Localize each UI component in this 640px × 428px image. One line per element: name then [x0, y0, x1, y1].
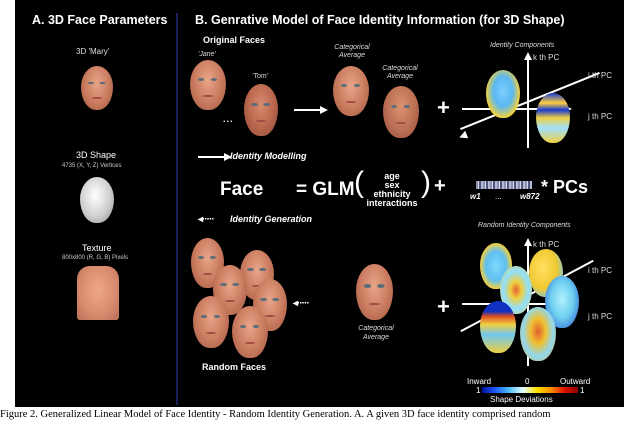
female-average-face-image	[333, 66, 369, 116]
colorbar-title: Shape Deviations	[490, 395, 553, 404]
shape-label: 3D Shape	[76, 150, 117, 160]
panel-divider	[176, 13, 178, 405]
right-paren: )	[421, 166, 431, 199]
k-axis-arrow-icon	[524, 52, 532, 60]
plus-sign-2: +	[437, 294, 450, 319]
identity-generation-label: Identity Generation	[230, 214, 313, 224]
jane-label: 'Jane'	[198, 51, 216, 58]
w-dots-label: ...	[495, 192, 502, 201]
random-faces-label: Random Faces	[202, 362, 267, 372]
glm-term-sex: sex	[384, 180, 400, 190]
random-k-axis-arrow-icon	[524, 238, 532, 246]
colorbar-inward-label: Inward	[467, 377, 492, 386]
random-component-face-6	[520, 307, 556, 361]
j-axis-label: j th PC	[588, 112, 613, 121]
formula-plus: +	[434, 175, 446, 197]
shape-deviation-colorbar	[482, 387, 578, 393]
shape-sublabel: 4735 (X, Y, Z) Vertices	[62, 163, 122, 169]
arrow-right-icon	[320, 106, 328, 114]
random-j-axis-label: j th PC	[588, 312, 613, 321]
texture-label: Texture	[82, 243, 112, 253]
jane-face-image	[190, 60, 226, 110]
colorbar-zero-label: 0	[525, 377, 530, 386]
identity-modelling-arrow-icon	[224, 153, 232, 161]
shape-face-image	[80, 177, 114, 223]
male-average-face-image	[383, 86, 419, 138]
generation-arrow-icon: ◂·····	[293, 298, 310, 309]
categorical-average-label-2: Categorical Average	[382, 65, 418, 80]
random-k-axis-label: k th PC	[533, 240, 560, 249]
plus-sign-1: +	[437, 95, 450, 120]
random-identity-components-label: Random Identity Components	[478, 222, 571, 229]
weight-vector-bar	[476, 181, 532, 189]
i-axis-label: i th PC	[588, 71, 613, 80]
formula-glm: = GLM	[296, 179, 355, 200]
figure-caption: Figure 2. Generalized Linear Model of Fa…	[0, 409, 551, 420]
glm-term-interactions: interactions	[366, 198, 418, 208]
glm-terms: age sex ethnicity interactions	[362, 172, 422, 208]
w1-label: w1	[470, 192, 481, 201]
texture-face-image	[77, 266, 119, 320]
colorbar-outward-label: Outward	[560, 377, 591, 386]
categorical-average-face-3	[356, 264, 393, 320]
identity-modelling-arrow-line	[198, 156, 226, 158]
k-axis-line	[527, 58, 529, 148]
identity-modelling-label: Identity Modelling	[230, 151, 307, 161]
identity-components-label: Identity Components	[490, 42, 555, 49]
formula-face: Face	[220, 179, 264, 200]
identity-component-face-1	[486, 70, 520, 118]
ellipsis-dots: ...	[223, 114, 234, 124]
colorbar-right-value: 1	[580, 386, 585, 395]
tom-label: 'Tom'	[252, 73, 269, 80]
glm-term-ethnicity: ethnicity	[373, 189, 411, 199]
panel-b-title: B. Genrative Model of Face Identity Info…	[195, 13, 565, 27]
modelling-arrow-line	[294, 109, 322, 111]
categorical-average-label-1: Categorical Average	[334, 44, 370, 59]
categorical-average-label-3: Categorical Average	[358, 325, 394, 341]
colorbar-left-value: 1	[476, 386, 481, 395]
random-face-5	[193, 296, 229, 348]
identity-generation-arrow-icon: ◂·····	[198, 214, 215, 225]
random-face-6	[232, 306, 268, 358]
texture-sublabel: 800x800 (R, G, B) Pixels	[62, 255, 129, 261]
mary-label: 3D 'Mary'	[76, 47, 110, 56]
left-paren: (	[354, 166, 364, 199]
w872-label: w872	[520, 192, 540, 201]
k-axis-label: k th PC	[533, 53, 560, 62]
original-faces-label: Original Faces	[203, 35, 266, 45]
mary-face-image	[81, 66, 113, 110]
random-i-axis-label: i th PC	[588, 266, 613, 275]
glm-term-age: age	[384, 171, 400, 181]
identity-component-face-2	[536, 93, 570, 143]
panel-a-title: A. 3D Face Parameters	[32, 13, 168, 27]
tom-face-image	[244, 84, 278, 136]
random-component-face-5	[480, 301, 516, 353]
formula-pcs: * PCs	[541, 177, 589, 197]
